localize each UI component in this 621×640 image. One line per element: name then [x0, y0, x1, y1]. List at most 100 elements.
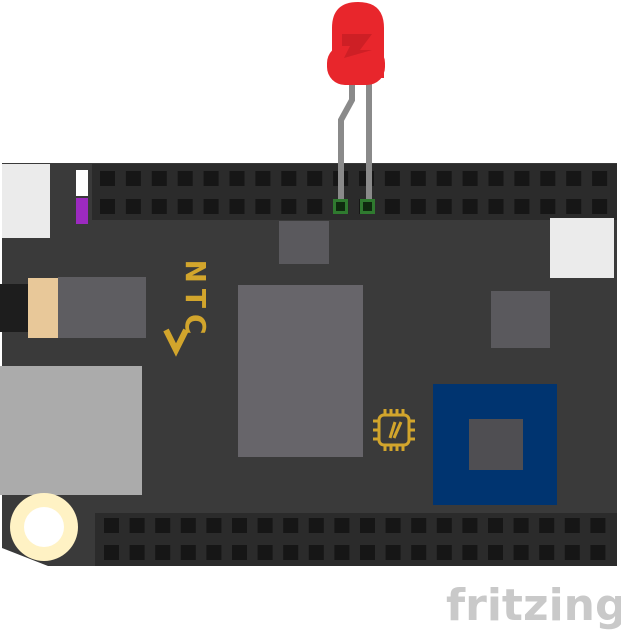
bottom-header-pin-0-2[interactable]	[155, 518, 171, 533]
top-header-pin-1-3[interactable]	[177, 199, 193, 214]
top-header-pin-1-16[interactable]	[514, 199, 530, 214]
top-header-pin-0-6[interactable]	[255, 171, 271, 186]
wifi-module-core	[469, 419, 523, 470]
top-header-pin-1-6[interactable]	[255, 199, 271, 214]
ntc-logo-text: NTC	[179, 259, 212, 340]
led-leg-cathode	[338, 80, 355, 205]
bottom-header-pin-0-6[interactable]	[257, 518, 273, 533]
bottom-header-pin-0-17[interactable]	[539, 518, 555, 533]
usb-port-shadow	[0, 284, 30, 332]
bottom-header-pin-1-0[interactable]	[104, 545, 119, 560]
top-header-pin-1-14[interactable]	[462, 199, 478, 214]
top-header-pin-1-8[interactable]	[307, 199, 323, 214]
led-pin-socket-anode	[363, 202, 372, 211]
top-header-pin-1-13[interactable]	[436, 199, 452, 214]
bottom-header-pin-1-4[interactable]	[206, 545, 222, 560]
bottom-header-pin-0-1[interactable]	[129, 518, 145, 533]
top-header-pin-0-13[interactable]	[436, 171, 452, 186]
top-header-pin-0-1[interactable]	[125, 171, 141, 186]
top-header-pin-0-16[interactable]	[514, 171, 530, 186]
top-header-pins	[100, 171, 608, 214]
top-header-pin-1-4[interactable]	[203, 199, 219, 214]
top-header-pin-1-11[interactable]	[384, 199, 400, 214]
bottom-header-pin-1-18[interactable]	[564, 545, 580, 560]
left-white-connector	[2, 164, 50, 238]
bottom-header-pin-0-19[interactable]	[590, 518, 606, 533]
top-header-pin-0-11[interactable]	[384, 171, 400, 186]
top-header-pin-1-7[interactable]	[281, 199, 297, 214]
bottom-header-pin-1-19[interactable]	[590, 545, 606, 560]
top-header-pin-1-12[interactable]	[410, 199, 426, 214]
top-header-pin-1-0[interactable]	[100, 199, 115, 214]
top-header-pin-0-2[interactable]	[151, 171, 167, 186]
top-header-pin-0-5[interactable]	[229, 171, 245, 186]
top-header-pin-0-4[interactable]	[203, 171, 219, 186]
top-header-pin-0-17[interactable]	[540, 171, 556, 186]
bottom-header-pin-0-9[interactable]	[334, 518, 350, 533]
top-header-pin-0-8[interactable]	[307, 171, 323, 186]
red-led[interactable]	[327, 2, 385, 205]
top-header-pin-0-12[interactable]	[410, 171, 426, 186]
top-header-pin-1-17[interactable]	[540, 199, 556, 214]
bottom-header-pin-1-1[interactable]	[129, 545, 145, 560]
fritzing-watermark: fritzing	[446, 580, 621, 631]
bottom-header-pin-0-8[interactable]	[308, 518, 324, 533]
led-pin-socket-cathode	[336, 202, 345, 211]
bottom-header-pin-1-16[interactable]	[513, 545, 529, 560]
bottom-header-pin-1-12[interactable]	[411, 545, 427, 560]
bottom-header-pin-0-11[interactable]	[385, 518, 401, 533]
top-header-pin-1-19[interactable]	[592, 199, 608, 214]
top-header-pin-0-0[interactable]	[100, 171, 115, 186]
top-header-pin-1-1[interactable]	[125, 199, 141, 214]
top-header-pin-1-18[interactable]	[566, 199, 582, 214]
bottom-header-pin-1-13[interactable]	[436, 545, 452, 560]
bottom-header-pin-0-3[interactable]	[180, 518, 196, 533]
bottom-header-pins	[104, 518, 606, 560]
bottom-header-pin-0-16[interactable]	[513, 518, 529, 533]
soc-chip	[238, 285, 363, 457]
bottom-header-pin-1-2[interactable]	[155, 545, 171, 560]
top-header-pin-0-18[interactable]	[566, 171, 582, 186]
top-header-pin-1-2[interactable]	[151, 199, 167, 214]
right-chip	[491, 291, 550, 348]
bottom-header-pin-0-7[interactable]	[283, 518, 299, 533]
top-header-pin-0-19[interactable]	[592, 171, 608, 186]
bottom-header-pin-0-0[interactable]	[104, 518, 119, 533]
ntc-logo-chevron	[163, 328, 189, 357]
ntc-logo: NTC	[163, 259, 212, 357]
bottom-header-pin-0-5[interactable]	[232, 518, 247, 533]
bottom-header-pin-1-5[interactable]	[232, 545, 247, 560]
top-header-pin-0-14[interactable]	[462, 171, 478, 186]
bottom-header-pin-1-8[interactable]	[308, 545, 324, 560]
top-pin-header	[92, 164, 617, 220]
bottom-header-pin-1-9[interactable]	[334, 545, 350, 560]
bottom-header-pin-1-17[interactable]	[539, 545, 555, 560]
top-header-pin-0-7[interactable]	[281, 171, 297, 186]
bottom-header-pin-1-15[interactable]	[488, 545, 503, 560]
bottom-pin-header	[95, 513, 617, 566]
bottom-header-pin-0-4[interactable]	[206, 518, 222, 533]
bottom-header-pin-1-14[interactable]	[462, 545, 478, 560]
bottom-header-pin-0-10[interactable]	[360, 518, 375, 533]
small-chip	[279, 221, 329, 264]
status-led-purple	[76, 198, 88, 224]
usb-port-tab	[28, 278, 60, 338]
bottom-header-pin-0-13[interactable]	[436, 518, 452, 533]
bottom-header-pin-0-18[interactable]	[564, 518, 580, 533]
bottom-header-pin-1-6[interactable]	[257, 545, 273, 560]
top-header-pin-0-3[interactable]	[177, 171, 193, 186]
top-header-pin-1-15[interactable]	[488, 199, 504, 214]
top-header-pin-1-5[interactable]	[229, 199, 245, 214]
led-highlight	[342, 34, 372, 58]
bottom-header-pin-0-15[interactable]	[488, 518, 503, 533]
bottom-header-pin-1-11[interactable]	[385, 545, 401, 560]
bottom-header-pin-0-12[interactable]	[411, 518, 427, 533]
bottom-header-pin-1-7[interactable]	[283, 545, 299, 560]
top-header-pin-0-15[interactable]	[488, 171, 504, 186]
bottom-header-pin-0-14[interactable]	[462, 518, 478, 533]
bottom-header-pin-1-10[interactable]	[360, 545, 375, 560]
bottom-header-pin-1-3[interactable]	[180, 545, 196, 560]
status-led-white	[76, 170, 88, 196]
